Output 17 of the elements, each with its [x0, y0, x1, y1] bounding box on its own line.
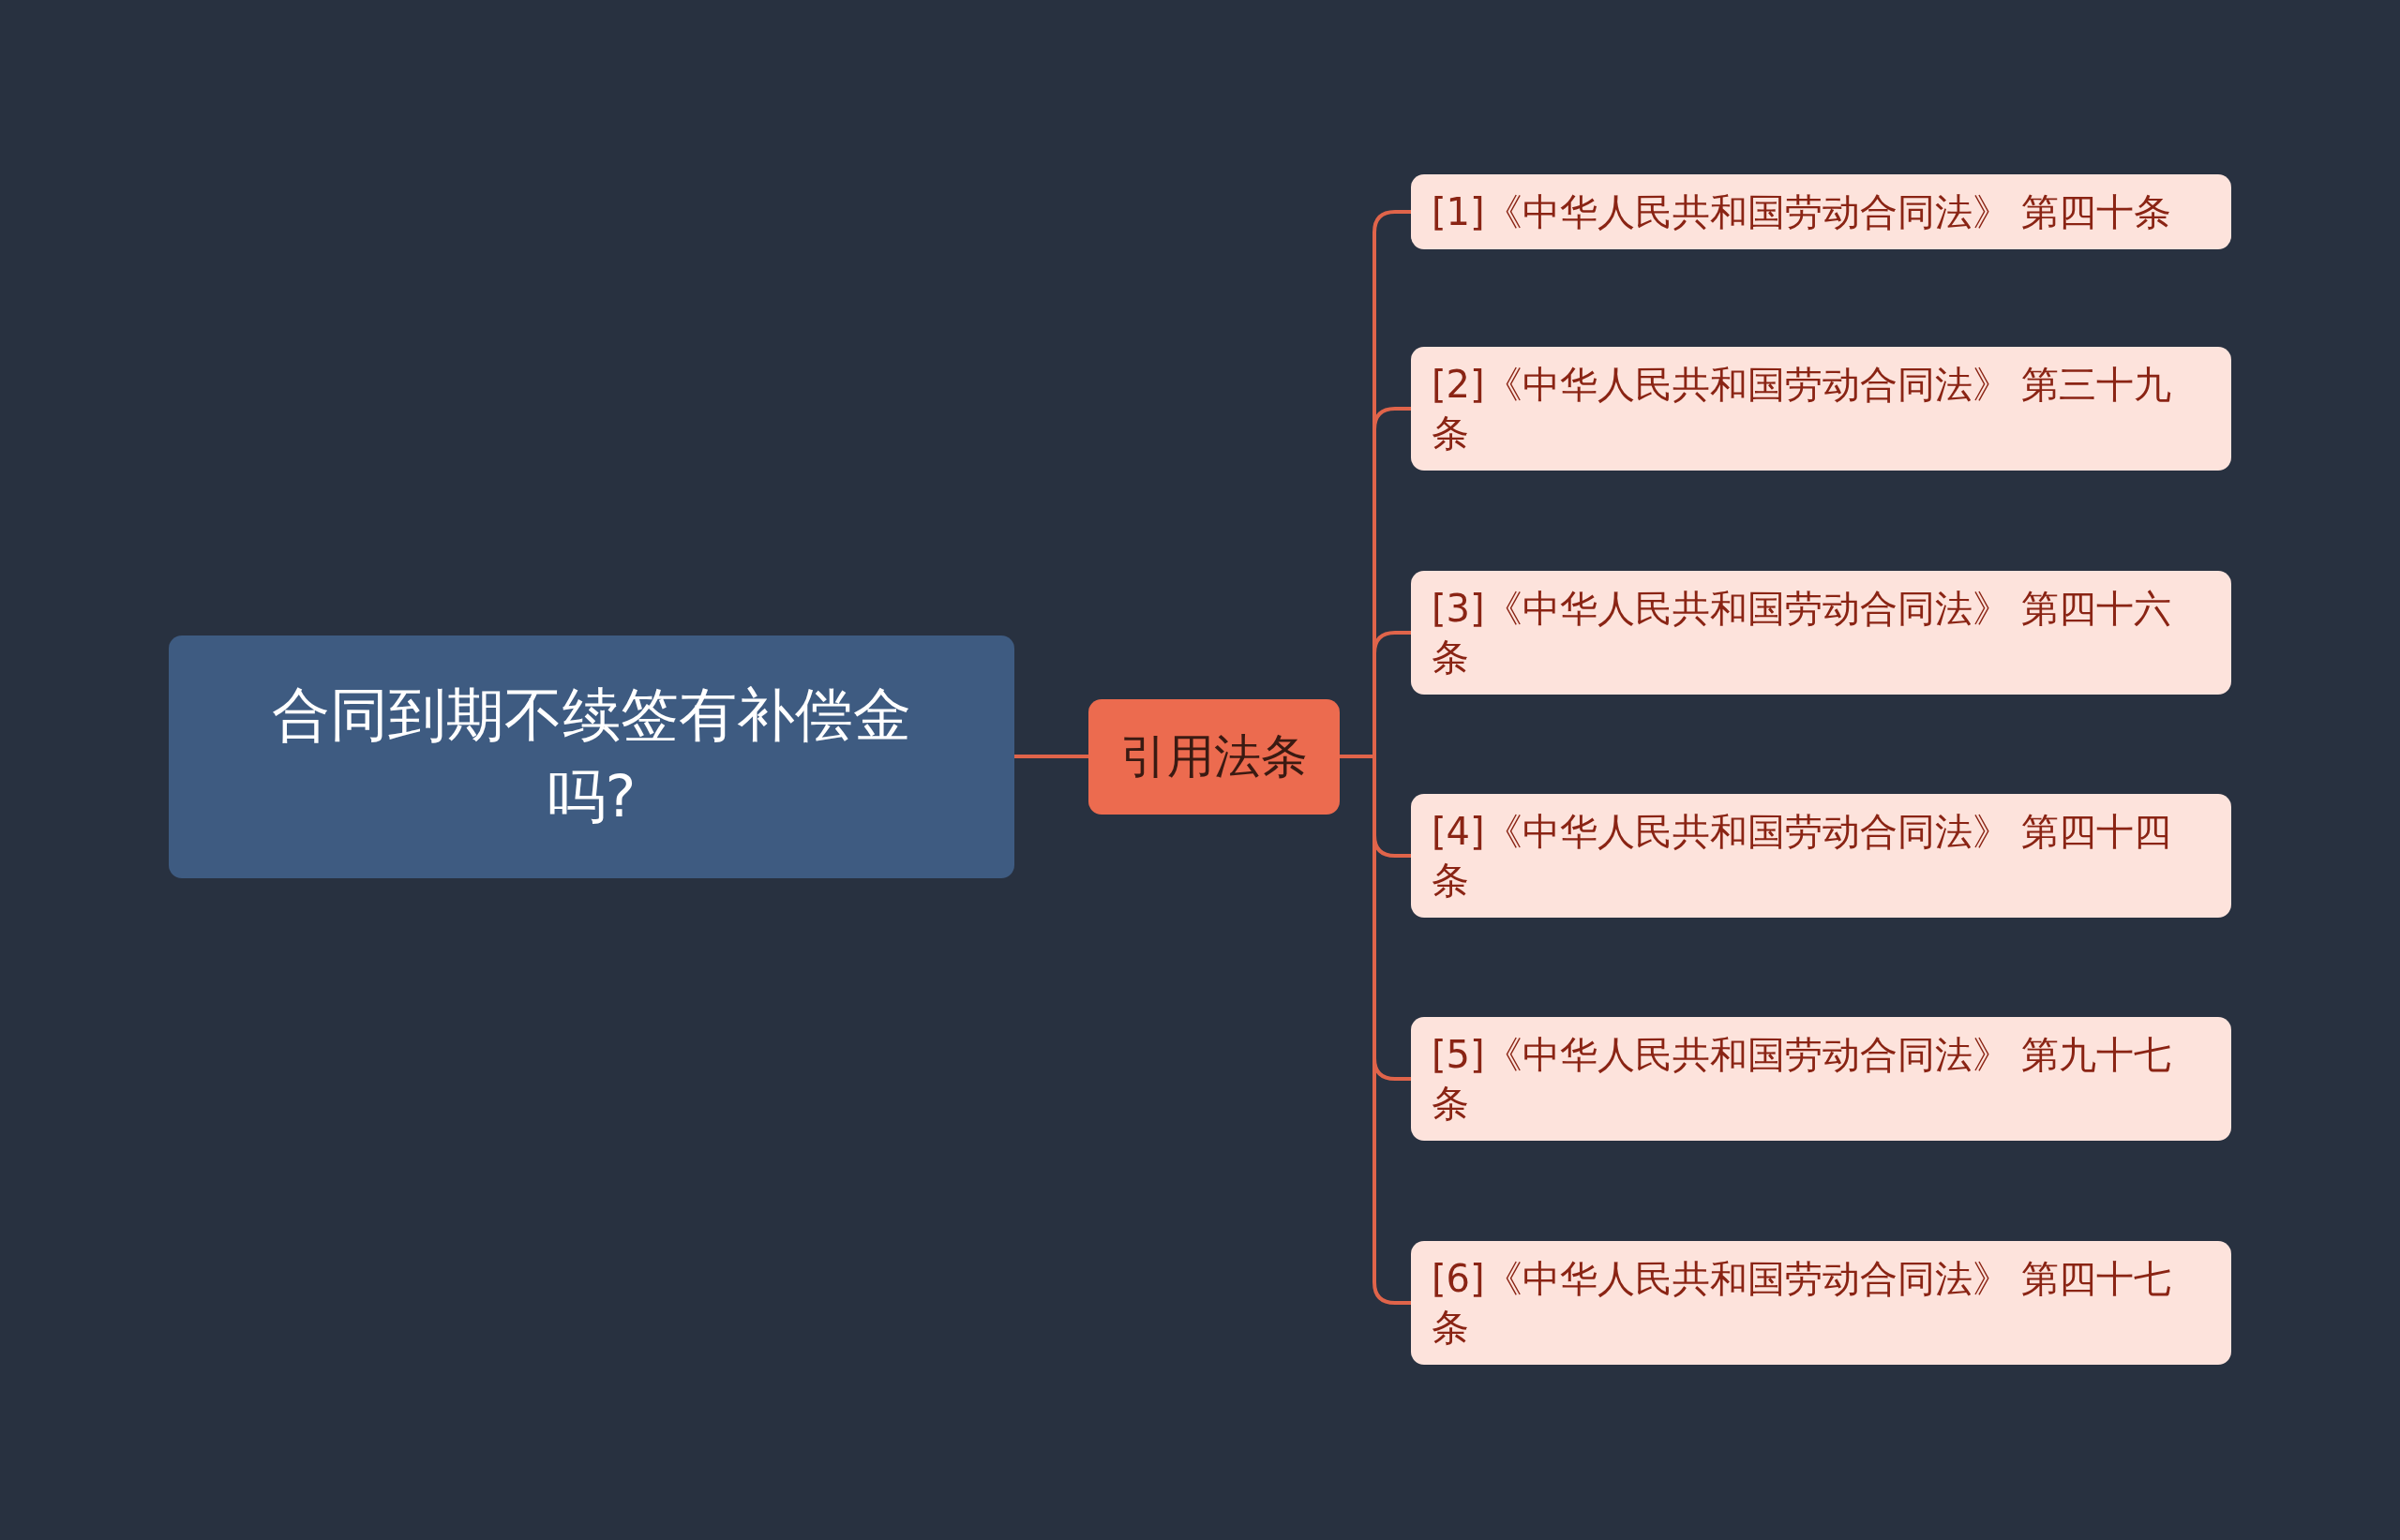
topic-box [169, 635, 1014, 878]
citation-box [1411, 1241, 2231, 1365]
citation-box [1411, 347, 2231, 471]
node-text: [5]《中华人民共和国劳动合同法》 第九十七条 [1432, 1032, 2173, 1127]
branch-box [1088, 698, 1340, 815]
citation-box [1411, 174, 2231, 249]
node-text: 合同到期不续签有补偿金吗? [271, 680, 912, 832]
node-text: [1]《中华人民共和国劳动合同法》 第四十条 [1432, 189, 2172, 235]
node-text: [3]《中华人民共和国劳动合同法》 第四十六条 [1432, 586, 2173, 680]
node-text: [4]《中华人民共和国劳动合同法》 第四十四条 [1432, 809, 2173, 904]
citation-box [1411, 794, 2231, 918]
node-text: [6]《中华人民共和国劳动合同法》 第四十七条 [1432, 1256, 2173, 1351]
citation-box [1411, 1017, 2231, 1141]
connector-line [1014, 755, 1088, 758]
node-text: [2]《中华人民共和国劳动合同法》 第三十九条 [1432, 362, 2173, 456]
node-text: 引用法条 [1120, 727, 1308, 785]
citation-box [1411, 571, 2231, 695]
